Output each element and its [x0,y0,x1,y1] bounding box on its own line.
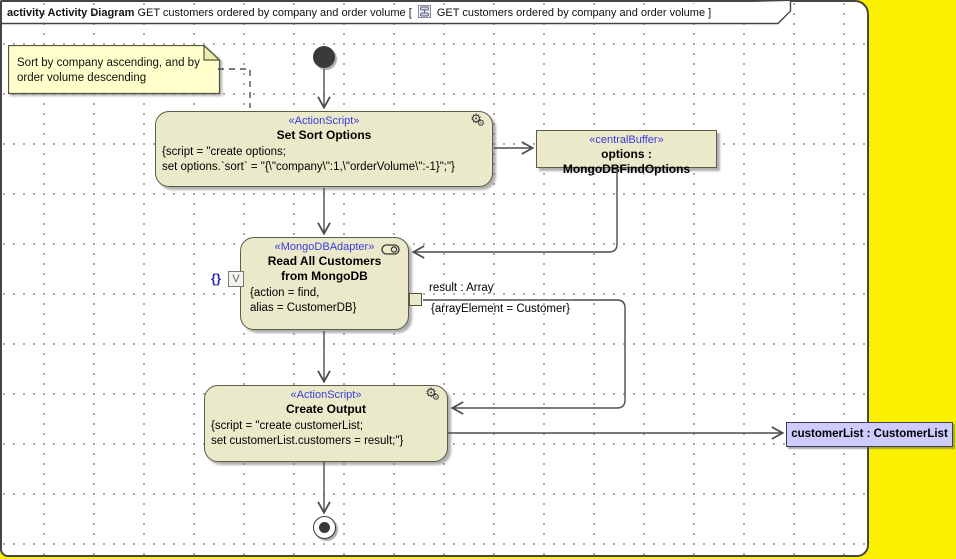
action-create-output[interactable]: ⚙⚙ «ActionScript» Create Output {script … [204,385,448,462]
stereotype-label: «ActionScript» [290,389,362,401]
activity-diagram-icon [417,5,431,18]
note-text: Sort by company ascending, and by order … [17,57,200,84]
stereotype-label: «ActionScript» [288,115,360,127]
action-script-body: {script = "create options; set options.`… [162,146,455,173]
action-name: Create Output [285,402,366,416]
script-gears-icon: ⚙⚙ [470,112,485,129]
adapter-capsule-icon [381,244,400,255]
central-buffer-options[interactable]: «centralBuffer» options : MongoDBFindOpt… [536,130,717,176]
buffer-name: options : MongoDBFindOptions [562,147,691,176]
action-script-body: {script = "create customerList; set cust… [211,420,404,447]
parameter-customer-list[interactable]: customerList : CustomerList [786,422,953,447]
action-read-all-customers[interactable]: «MongoDBAdapter» Read All Customers from… [240,237,409,330]
frame-header: activity Activity Diagram GET customers … [7,5,797,19]
object-flow-constraint-label: {arrayElement = Customer} [431,303,571,315]
frame-header-context: GET customers ordered by company and ord… [436,7,712,19]
activity-diagram-frame [0,0,869,557]
initial-node[interactable] [313,46,335,68]
frame-header-kind: activity Activity Diagram [7,7,135,19]
frame-header-name: GET customers ordered by company and ord… [137,7,412,19]
action-name: Set Sort Options [276,128,372,142]
result-output-pin[interactable] [409,293,422,306]
stereotype-label: «MongoDBAdapter» [274,241,375,253]
adapter-body: {action = find, alias = CustomerDB} [250,287,357,314]
value-pin-icon[interactable]: V [228,271,244,287]
action-name-line2: from MongoDB [281,269,368,283]
stereotype-label: «centralBuffer» [589,134,664,146]
note-shape[interactable] [8,45,221,95]
action-name: Read All Customers [267,254,382,268]
object-flow-label-result: result : Array [429,282,494,294]
empty-constraint-label: {} [211,271,222,286]
activity-final-node[interactable] [313,516,336,539]
script-gears-icon: ⚙⚙ [425,386,440,403]
final-node-dot [319,522,330,533]
action-set-sort-options[interactable]: ⚙⚙ «ActionScript» Set Sort Options {scri… [155,111,493,187]
frame-header-tab-shape [1,1,792,25]
